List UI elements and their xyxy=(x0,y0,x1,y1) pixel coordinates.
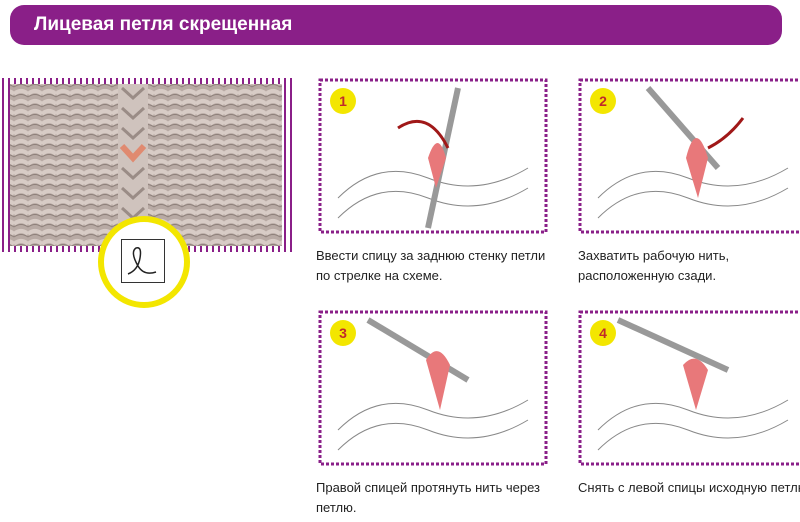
step-2-diagram: 2 xyxy=(578,78,800,234)
knitted-sample-photo xyxy=(0,78,292,252)
step-4-diagram: 4 xyxy=(578,310,800,466)
step-3-diagram: 3 xyxy=(318,310,548,466)
step-2-illustration xyxy=(578,78,800,234)
step-3-caption: Правой спицей протянуть нить через петлю… xyxy=(316,480,541,515)
step-2-caption: Захватить рабочую нить, расположенную сз… xyxy=(578,248,730,283)
step-number-badge: 3 xyxy=(330,320,356,346)
step-number-badge: 4 xyxy=(590,320,616,346)
title-bar: Лицевая петля скрещенная xyxy=(10,5,782,45)
step-number-badge: 1 xyxy=(330,88,356,114)
step-1-diagram: 1 xyxy=(318,78,548,234)
page-title: Лицевая петля скрещенная xyxy=(34,14,293,35)
step-1-illustration xyxy=(318,78,548,234)
crossed-knit-symbol xyxy=(98,216,190,308)
step-4-caption: Снять с левой спицы исходную петлю. xyxy=(578,480,800,495)
step-1-caption: Ввести спицу за заднюю стенку петли по с… xyxy=(316,248,546,283)
step-3-illustration xyxy=(318,310,548,466)
step-number-badge: 2 xyxy=(590,88,616,114)
step-4-illustration xyxy=(578,310,800,466)
